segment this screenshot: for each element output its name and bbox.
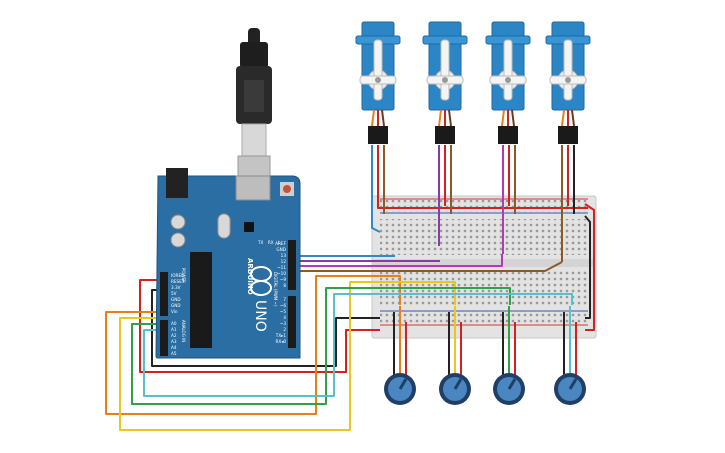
- pin-label: GND: [171, 297, 181, 302]
- arduino-model: UNO: [252, 300, 268, 332]
- wires: [105, 145, 595, 431]
- led-label: RX: [268, 240, 274, 245]
- power-header: [160, 272, 168, 316]
- led-label: L: [278, 240, 281, 245]
- micro-servo-icon: [545, 21, 591, 144]
- digital-header-bottom: [288, 296, 296, 348]
- pin-label: A5: [171, 351, 177, 356]
- pin-labels: IOREFRESET3.3V5VGNDGNDVinA0A1A2A3A4A5ARE…: [171, 240, 287, 356]
- potentiometers: [384, 373, 586, 405]
- pin-label: RESET: [171, 279, 185, 284]
- pin-label: 2: [283, 327, 286, 332]
- digital-section-label: DIGITAL (PWM ~): [273, 272, 278, 307]
- pin-label: A1: [171, 327, 177, 332]
- power-section-label: POWER: [181, 268, 186, 283]
- pin-label: 3.3V: [171, 285, 181, 290]
- pin-label: 12: [281, 259, 287, 264]
- pin-label: 8: [283, 283, 286, 288]
- pin-label: 5V: [171, 291, 177, 296]
- digital-header-top: [288, 240, 296, 290]
- pin-label: Vin: [171, 309, 178, 314]
- arduino-uno-board: IOREFRESET3.3V5VGNDGNDVinA0A1A2A3A4A5ARE…: [155, 168, 301, 359]
- pin-label: GND: [171, 303, 181, 308]
- pin-label: AREF: [275, 241, 286, 246]
- pin-label: A0: [171, 321, 177, 326]
- atmega-chip: [190, 252, 212, 348]
- rotary-potentiometer-icon: [493, 373, 525, 405]
- pin-label: 13: [281, 253, 287, 258]
- rotary-potentiometer-icon: [554, 373, 586, 405]
- led-label: TX: [257, 240, 263, 245]
- analog-header: [160, 320, 168, 356]
- micro-servo-icon: [355, 21, 401, 144]
- pin-label: IOREF: [171, 273, 184, 278]
- pin-label: 4: [283, 315, 286, 320]
- analog-section-label: ANALOG IN: [181, 320, 186, 342]
- rotary-potentiometer-icon: [384, 373, 416, 405]
- pin-label: A3: [171, 339, 177, 344]
- pin-label: ~6: [280, 303, 287, 308]
- pin-label: ~10: [277, 271, 286, 276]
- pin-label: 7: [283, 297, 286, 302]
- pin-label: A4: [171, 345, 177, 350]
- usb-jack: [235, 175, 271, 201]
- pin-label: TX▸1: [275, 333, 287, 338]
- pin-label: ~11: [277, 265, 286, 270]
- pin-label: GND: [276, 247, 286, 252]
- usb-plug-icon: [236, 28, 272, 193]
- pin-label: ~9: [280, 277, 287, 282]
- micro-servo-icon: [422, 21, 468, 144]
- power-jack: [166, 168, 188, 198]
- pin-label: ~3: [280, 321, 287, 326]
- servos: [355, 21, 591, 144]
- pin-label: RX◂0: [275, 339, 286, 344]
- micro-servo-icon: [485, 21, 531, 144]
- arduino-brand: ARDUINO: [246, 258, 254, 295]
- rotary-potentiometer-icon: [439, 373, 471, 405]
- pin-label: A2: [171, 333, 177, 338]
- pin-label: ~5: [280, 309, 287, 314]
